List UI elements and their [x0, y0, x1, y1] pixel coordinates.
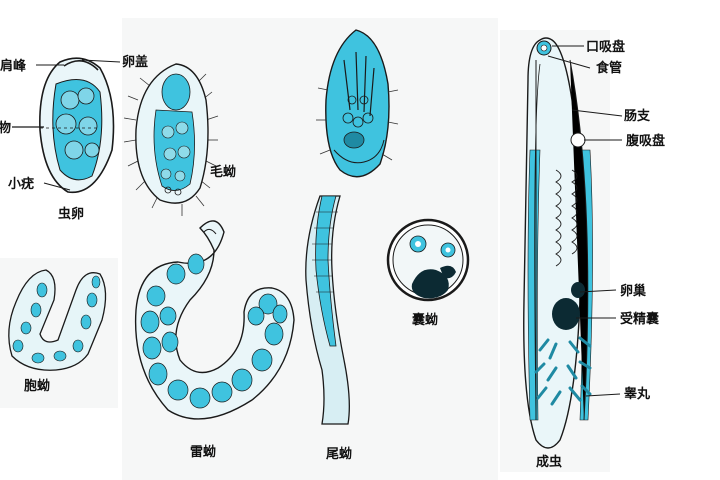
adult-figure	[523, 37, 623, 449]
label-miracidium-in-egg: 物	[0, 120, 11, 136]
label-redia: 雷蚴	[190, 444, 216, 460]
egg-figure	[12, 57, 121, 194]
label-egg: 虫卵	[58, 206, 84, 222]
label-intestine: 肠支	[624, 108, 651, 124]
label-oral-sucker: 口吸盘	[586, 39, 625, 55]
label-testis: 睾丸	[624, 386, 651, 402]
label-sporocyst: 胞蚴	[23, 378, 50, 394]
label-cercaria: 尾蚴	[326, 446, 352, 462]
cercaria-figure	[305, 29, 399, 425]
label-miracidium: 毛蚴	[210, 164, 236, 180]
metacercaria-figure	[386, 218, 470, 302]
label-ovary: 卵巢	[620, 283, 647, 299]
label-shoulder: 肩峰	[0, 58, 27, 74]
label-operculum: 卵盖	[122, 54, 148, 70]
label-esophagus: 食管	[596, 60, 622, 76]
sporocyst-figure	[8, 269, 107, 371]
redia-figure	[134, 220, 295, 420]
label-ventral-sucker: 腹吸盘	[626, 133, 665, 149]
label-metacercaria: 囊蚴	[411, 312, 438, 328]
label-adult: 成虫	[536, 454, 562, 470]
miracidium-figure	[123, 63, 219, 216]
label-knob: 小疣	[8, 176, 34, 192]
label-seminal-receptacle: 受精囊	[620, 311, 660, 327]
